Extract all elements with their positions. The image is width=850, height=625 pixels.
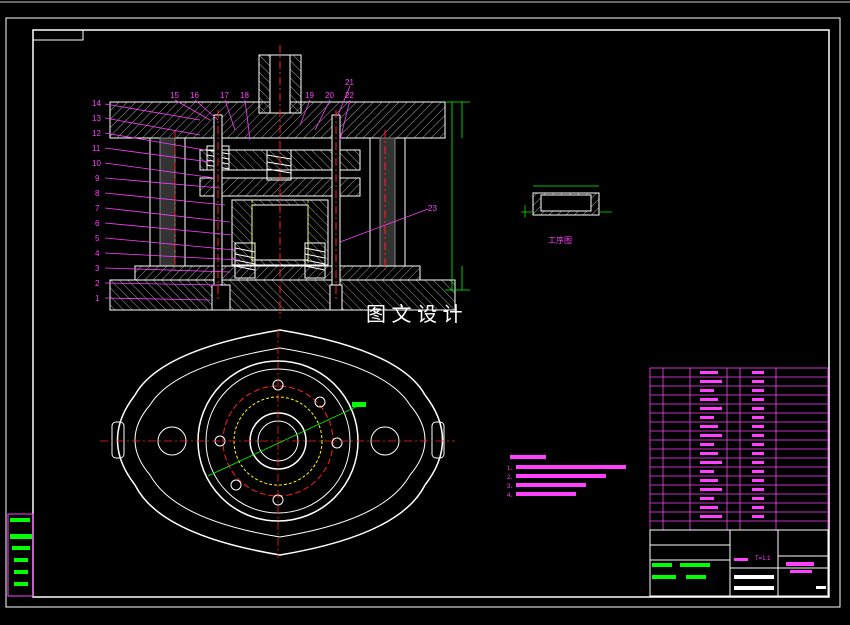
part-number: 8 (95, 189, 100, 198)
table-cell-mark (700, 470, 714, 473)
table-cell-mark (752, 389, 764, 392)
note-item: 4、 (507, 493, 516, 499)
table-cell-mark (752, 425, 764, 428)
table-cell-mark (752, 434, 764, 437)
leader-lines (104, 85, 429, 301)
part-number: 17 (220, 91, 229, 100)
part-number: 2 (95, 279, 100, 288)
part-number: 23 (428, 204, 437, 213)
note-item: 2、 (507, 475, 516, 481)
part-number: 11 (92, 144, 101, 153)
table-cell-mark (752, 371, 764, 374)
workpiece-drawing: 工序图 (521, 185, 612, 245)
table-cell-mark (752, 380, 764, 383)
table-cell-mark (700, 461, 722, 464)
section-view (109, 45, 470, 318)
table-cell-mark (752, 515, 764, 518)
part-number: 19 (305, 91, 314, 100)
table-cell-mark (700, 380, 722, 383)
table-cell-mark (752, 416, 764, 419)
table-cell-mark (700, 407, 722, 410)
part-number: 21 (345, 78, 354, 87)
part-number: 7 (95, 204, 100, 213)
workpiece-label: 工序图 (548, 235, 572, 245)
note-item: 3、 (507, 484, 516, 490)
part-number: 5 (95, 234, 100, 243)
table-cell-mark (700, 506, 718, 509)
part-number: 12 (92, 129, 101, 138)
table-cell-mark (700, 488, 722, 491)
table-cell-mark (700, 497, 714, 500)
part-number: 15 (170, 91, 179, 100)
part-number: 16 (190, 91, 199, 100)
part-number: 14 (92, 99, 101, 108)
table-cell-mark (700, 434, 722, 437)
table-cell-mark (700, 389, 714, 392)
part-number: 10 (92, 159, 101, 168)
scale-text: T=1:1 (755, 556, 771, 562)
table-cell-mark (700, 371, 718, 374)
title-block: T=1:1 (649, 529, 829, 597)
part-number: 1 (95, 294, 100, 303)
part-numbers-left: 14 13 12 11 10 9 8 7 6 5 4 3 2 1 (92, 99, 101, 303)
table-cell-mark (752, 443, 764, 446)
part-number: 9 (95, 174, 100, 183)
table-cell-mark (700, 443, 714, 446)
note-item: 1、 (507, 466, 516, 472)
table-cell-mark (700, 479, 718, 482)
part-number: 20 (325, 91, 334, 100)
table-cell-mark (752, 461, 764, 464)
left-margin-table (7, 513, 34, 597)
table-cell-mark (700, 425, 718, 428)
part-number: 3 (95, 264, 100, 273)
table-cell-mark (752, 497, 764, 500)
table-cell-mark (752, 488, 764, 491)
technical-notes: 1、 2、 3、 4、 (507, 455, 626, 499)
plan-view (100, 329, 455, 558)
part-numbers-top: 15 16 17 18 19 20 21 22 (170, 78, 354, 100)
watermark-text: 图 文 设 计 (366, 303, 463, 326)
part-number: 22 (345, 91, 354, 100)
drawing-frame (5, 17, 841, 608)
table-cell-mark (752, 398, 764, 401)
table-cell-mark (700, 452, 718, 455)
table-cell-mark (700, 398, 718, 401)
part-number: 18 (240, 91, 249, 100)
table-cell-mark (752, 452, 764, 455)
table-cell-mark (700, 416, 714, 419)
table-cell-mark (752, 407, 764, 410)
table-cell-mark (752, 506, 764, 509)
part-number: 6 (95, 219, 100, 228)
table-cell-mark (700, 515, 722, 518)
part-number: 4 (95, 249, 100, 258)
part-number: 13 (92, 114, 101, 123)
parts-list-table (649, 367, 829, 531)
table-cell-mark (752, 470, 764, 473)
table-cell-mark (752, 479, 764, 482)
